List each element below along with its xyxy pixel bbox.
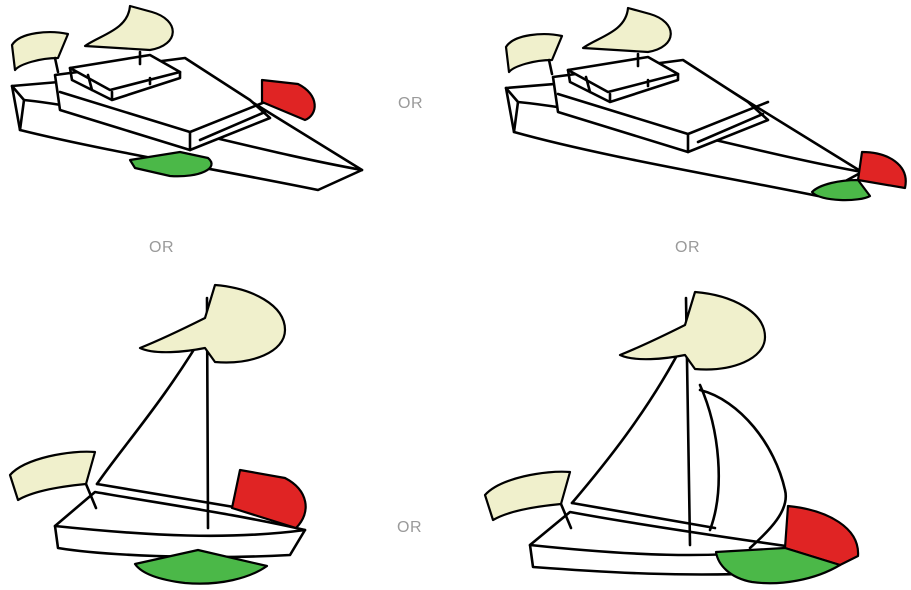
- hull-sheer-line: [53, 524, 307, 538]
- stern-light-post: [84, 482, 98, 510]
- cabin-windows: [566, 68, 680, 104]
- bicolor-light-green: [810, 178, 872, 202]
- port-light: [260, 78, 316, 122]
- bicolor-light-red: [783, 504, 860, 567]
- spinnaker-sail: [698, 388, 788, 550]
- bicolor-light-green: [714, 546, 842, 585]
- hull-bottom-line: [512, 100, 520, 134]
- masthead-light: [618, 290, 767, 371]
- power-vessel-combined-bicolor: [504, 6, 907, 202]
- stern-light-post: [53, 56, 60, 74]
- deckhouse-front: [556, 92, 770, 154]
- or-label-right: OR: [675, 239, 700, 256]
- masthead-light: [83, 4, 174, 52]
- masthead-light: [138, 283, 287, 364]
- starboard-light: [133, 548, 269, 585]
- power-vessel-separate-sidelights: [10, 4, 364, 192]
- hull-bottom-line: [18, 98, 26, 132]
- stern-light: [10, 31, 70, 72]
- or-label-top: OR: [398, 95, 423, 112]
- stern-light: [8, 450, 97, 502]
- stern-light-post: [559, 502, 573, 530]
- boom: [570, 501, 717, 530]
- main-sail-leech: [698, 383, 721, 532]
- stern-light: [483, 470, 572, 522]
- port-light: [230, 468, 307, 530]
- or-label-left: OR: [149, 239, 174, 256]
- sailing-vessel-separate-sidelights: [8, 283, 307, 585]
- starboard-light: [128, 150, 213, 178]
- jib-sail: [570, 336, 688, 505]
- boom: [95, 482, 242, 510]
- masthead-light: [581, 6, 672, 54]
- or-label-bottom: OR: [397, 519, 422, 536]
- jib-sail: [95, 326, 209, 486]
- cabin-windows: [68, 66, 182, 102]
- deckhouse-front: [58, 90, 272, 152]
- sailing-vessel-combined-bicolor: [483, 290, 860, 585]
- stern-light: [504, 33, 564, 74]
- hull: [53, 490, 307, 559]
- bicolor-light-red: [856, 150, 907, 190]
- stern-light-post: [547, 58, 554, 76]
